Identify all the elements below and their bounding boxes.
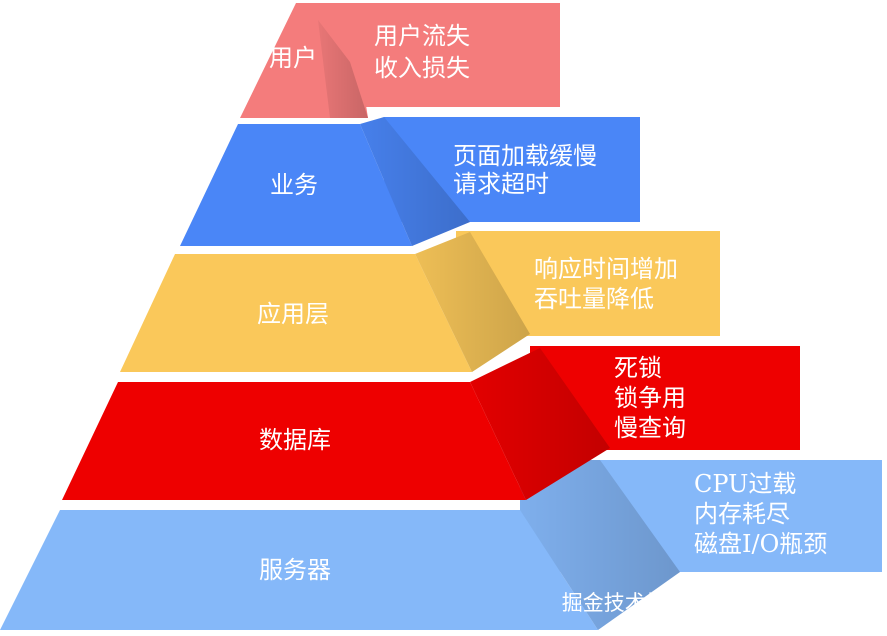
layer-business: 业务 页面加载缓慢 请求超时 [180,117,640,246]
layer-business-front [180,124,412,246]
layer-business-desc-2: 请求超时 [453,170,549,198]
layer-user-side-shade [318,20,368,118]
layer-business-side-shade [360,117,470,246]
layer-application-side-shade [415,232,530,372]
layer-server-desc-1: CPU过载 [694,470,796,498]
layer-database-desc-2: 锁争用 [614,384,686,412]
layer-application-desc-2: 吞吐量降低 [534,285,654,313]
layer-server-desc-2: 内存耗尽 [694,500,790,528]
layer-database: 数据库 死锁 锁争用 慢查询 [62,346,800,500]
layer-database-front [62,382,526,500]
layer-database-label: 数据库 [259,426,331,454]
layer-server: 服务器 CPU过载 内存耗尽 磁盘I/O瓶颈 [0,460,882,630]
layer-server-label: 服务器 [259,556,331,584]
layer-user: 用户 用户流失 收入损失 [240,3,560,118]
layer-server-front [0,510,598,630]
layer-application-label: 应用层 [257,300,329,328]
layer-application-desc-1: 响应时间增加 [534,255,678,283]
layer-server-desc-3: 磁盘I/O瓶颈 [694,530,827,558]
layer-database-side-shade [470,348,610,500]
layer-user-label: 用户 [269,44,317,72]
watermark: 掘金技术社区 @ 陈琪_SkyChen [562,591,866,616]
layer-database-desc-1: 死锁 [614,354,662,382]
layer-user-desc-2: 收入损失 [374,54,470,82]
layer-business-label: 业务 [270,171,318,199]
layer-user-desc-1: 用户流失 [374,22,470,50]
layer-business-desc-1: 页面加载缓慢 [453,142,597,170]
layer-application-front [120,254,472,372]
layer-server-side-shade [520,460,680,630]
layer-database-desc-3: 慢查询 [614,414,686,442]
layer-application: 应用层 响应时间增加 吞吐量降低 [120,231,720,372]
